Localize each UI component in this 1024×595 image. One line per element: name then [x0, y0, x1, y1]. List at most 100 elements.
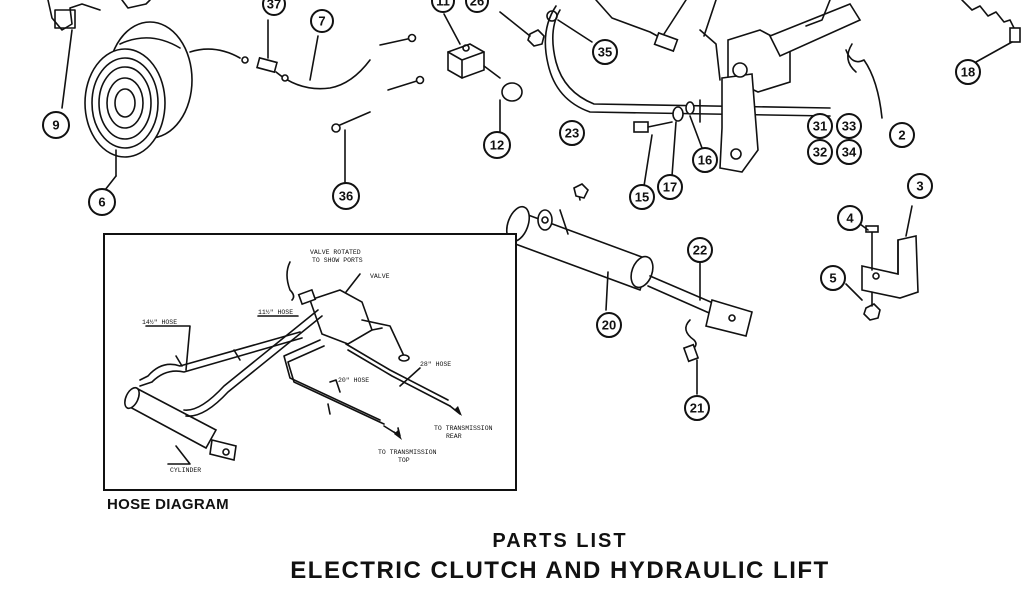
label-valve: VALVE: [370, 273, 390, 280]
callout-number: 31: [813, 119, 827, 134]
callout-26: 26: [465, 0, 489, 13]
callout-number: 9: [52, 118, 59, 133]
clutch-wire-lead: [189, 19, 371, 90]
callout-circle: [955, 59, 981, 85]
callout-32: 32: [807, 139, 833, 165]
callout-circle: [807, 113, 833, 139]
callout-12: 12: [483, 131, 511, 159]
callout-circle: [692, 147, 718, 173]
lift-arm-assembly: [699, 0, 883, 173]
callout-circle: [262, 0, 286, 16]
label-hose-20: 20" HOSE: [338, 377, 369, 384]
callout-number: 34: [842, 145, 857, 160]
callout-number: 20: [602, 318, 616, 333]
callout-number: 21: [690, 401, 704, 416]
callout-23: 23: [559, 120, 585, 146]
callout-number: 15: [635, 190, 649, 205]
callout-22: 22: [687, 237, 713, 263]
callout-number: 3: [916, 179, 923, 194]
callout-number: 6: [98, 195, 105, 210]
callout-number: 36: [339, 189, 353, 204]
callout-circle: [836, 139, 862, 165]
callout-number: 22: [693, 243, 707, 258]
callout-circle: [837, 205, 863, 231]
clutch-switch: [443, 13, 523, 133]
label-to-transmission-rear: TO TRANSMISSION: [434, 425, 493, 432]
label-valve-rotated: VALVE ROTATED: [310, 249, 361, 256]
callout-circle: [629, 184, 655, 210]
callout-circle: [907, 173, 933, 199]
callout-21: 21: [684, 395, 710, 421]
label-top: TOP: [398, 457, 410, 464]
hose-diagram-caption: HOSE DIAGRAM: [107, 496, 229, 513]
callout-circle: [807, 139, 833, 165]
callout-36: 36: [332, 182, 360, 210]
callout-17: 17: [657, 174, 683, 200]
label-to-show-ports: TO SHOW PORTS: [312, 257, 363, 264]
hydraulic-tube: [544, 0, 831, 117]
electric-clutch-pulley: [84, 21, 193, 177]
callout-number: 23: [565, 126, 579, 141]
callout-9: 9: [42, 111, 70, 139]
callout-7: 7: [310, 9, 334, 33]
callout-16: 16: [692, 147, 718, 173]
callout-18: 18: [955, 59, 981, 85]
callout-number: 18: [961, 65, 975, 80]
callout-35: 35: [592, 39, 618, 65]
callout-circle: [684, 395, 710, 421]
callout-number: 17: [663, 180, 677, 195]
callout-circle: [559, 120, 585, 146]
label-hose-11-5: 11½" HOSE: [258, 308, 293, 316]
page-title: ELECTRIC CLUTCH AND HYDRAULIC LIFT: [290, 557, 830, 584]
callout-6: 6: [88, 188, 116, 216]
callout-number: 7: [318, 14, 325, 29]
callout-circle: [332, 182, 360, 210]
label-hose-14-5: 14½" HOSE: [142, 318, 177, 326]
label-to-transmission-top: TO TRANSMISSION: [378, 449, 437, 456]
callout-circle: [889, 122, 915, 148]
callout-number: 33: [842, 119, 856, 134]
callout-circle: [596, 312, 622, 338]
callout-circle: [310, 9, 334, 33]
callout-2: 2: [889, 122, 915, 148]
wire-terminals: [331, 33, 425, 183]
callout-31: 31: [807, 113, 833, 139]
callout-circle: [431, 0, 455, 13]
spring-and-rod: [961, 0, 1021, 63]
hose-diagram-panel: [103, 233, 517, 491]
nut-and-fitting: [499, 10, 593, 47]
callout-circle: [592, 39, 618, 65]
callout-circle: [820, 265, 846, 291]
callout-5: 5: [820, 265, 846, 291]
label-hose-28: 28" HOSE: [420, 361, 451, 368]
callout-number: 11: [436, 0, 450, 9]
callout-11: 11: [431, 0, 455, 13]
callout-15: 15: [629, 184, 655, 210]
callout-number: 35: [598, 45, 612, 60]
callout-33: 33: [836, 113, 862, 139]
parts-list-heading: PARTS LIST: [492, 530, 628, 552]
hydraulic-cylinder: [505, 183, 753, 395]
callout-20: 20: [596, 312, 622, 338]
callout-4: 4: [837, 205, 863, 231]
callout-34: 34: [836, 139, 862, 165]
callout-37: 37: [262, 0, 286, 16]
bracket-part: [47, 0, 151, 109]
callout-circle: [42, 111, 70, 139]
callout-number: 2: [898, 128, 905, 143]
mounting-bracket: [845, 205, 919, 321]
callout-number: 37: [267, 0, 281, 12]
callout-3: 3: [907, 173, 933, 199]
callout-number: 26: [470, 0, 484, 9]
callout-circle: [657, 174, 683, 200]
callout-circle: [88, 188, 116, 216]
bolt-and-washers: [633, 101, 703, 187]
callout-circle: [465, 0, 489, 13]
label-rear: REAR: [446, 433, 462, 440]
callout-number: 4: [846, 211, 854, 226]
callout-number: 5: [829, 271, 836, 286]
callout-circle: [483, 131, 511, 159]
callout-number: 12: [490, 138, 504, 153]
